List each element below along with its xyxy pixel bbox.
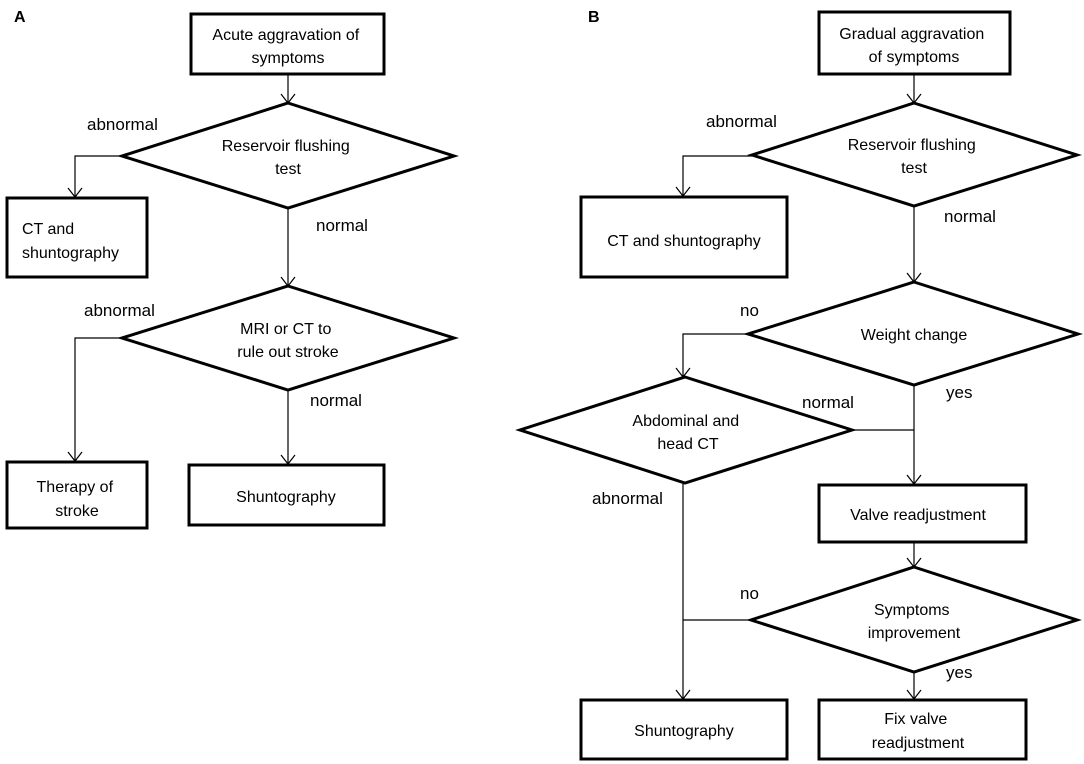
label-b-abd-normal: normal bbox=[802, 393, 854, 412]
edge-a-flush-abnormal bbox=[74, 155, 122, 197]
label-b-flush-abnormal: abnormal bbox=[706, 112, 777, 131]
node-b-sympt-text: Symptoms improvement bbox=[868, 602, 961, 642]
node-a-therapy-of-stroke bbox=[5, 460, 149, 530]
node-a-acute-text: Acute aggravation of symptoms bbox=[212, 27, 363, 67]
panel-a-letter: A bbox=[14, 9, 26, 26]
node-b-gradual-text: Gradual aggravation of symptoms bbox=[839, 26, 988, 66]
label-b-sympt-no: no bbox=[740, 584, 759, 603]
panel-b-letter: B bbox=[588, 9, 600, 26]
node-b-abdominal-and-head-ct bbox=[515, 375, 857, 485]
node-a-acute-aggravation bbox=[189, 12, 386, 76]
node-b-shunto-text: Shuntography bbox=[634, 723, 734, 740]
node-b-symptoms-improvement bbox=[746, 565, 1082, 674]
node-b-reservoir-flushing-test bbox=[747, 101, 1082, 208]
label-b-weight-yes: yes bbox=[946, 383, 972, 402]
node-b-weight-change bbox=[742, 280, 1084, 387]
panel-b-edges bbox=[675, 74, 922, 700]
label-b-abd-abnormal: abnormal bbox=[592, 489, 663, 508]
panel-a: Acute aggravation of symptoms Reservoir … bbox=[5, 12, 460, 530]
node-a-flush-text: Reservoir flushing test bbox=[222, 138, 355, 178]
node-b-valve-text: Valve readjustment bbox=[850, 507, 986, 524]
panel-b: Gradual aggravation of symptoms Reservoi… bbox=[515, 10, 1084, 761]
label-b-sympt-yes: yes bbox=[946, 663, 972, 682]
node-b-gradual-aggravation bbox=[817, 10, 1012, 76]
node-b-ct-and-shuntography bbox=[579, 195, 789, 279]
node-b-fix-text: Fix valve readjustment bbox=[872, 711, 965, 752]
node-b-shuntography bbox=[579, 698, 789, 761]
node-a-shuntography bbox=[187, 463, 386, 527]
label-a-flush-normal: normal bbox=[316, 216, 368, 235]
label-a-mri-abnormal: abnormal bbox=[84, 301, 155, 320]
label-b-flush-normal: normal bbox=[944, 207, 996, 226]
node-a-shunto-text: Shuntography bbox=[236, 489, 336, 506]
edge-b-flush-abnormal bbox=[682, 155, 752, 196]
node-a-ct-shunto-text: CT and shuntography bbox=[22, 221, 119, 262]
node-a-therapy-text: Therapy of stroke bbox=[37, 479, 118, 520]
node-a-mri-text: MRI or CT to rule out stroke bbox=[237, 321, 338, 361]
node-b-weight-text: Weight change bbox=[861, 327, 968, 344]
edge-b-weight-no bbox=[682, 333, 748, 377]
node-a-mri-or-ct bbox=[116, 284, 460, 392]
node-b-abd-text: Abdominal and head CT bbox=[632, 413, 743, 453]
node-a-reservoir-flushing-test bbox=[117, 101, 459, 210]
node-b-ct-shunto-text: CT and shuntography bbox=[607, 233, 761, 250]
node-a-ct-and-shuntography bbox=[5, 196, 149, 279]
label-b-weight-no: no bbox=[740, 301, 759, 320]
node-b-flush-text: Reservoir flushing test bbox=[848, 137, 981, 177]
node-b-fix-valve-readjustment bbox=[817, 698, 1028, 761]
label-a-flush-abnormal: abnormal bbox=[87, 115, 158, 134]
node-b-valve-readjustment bbox=[817, 483, 1028, 544]
edge-a-mri-abnormal bbox=[74, 337, 122, 461]
label-a-mri-normal: normal bbox=[310, 391, 362, 410]
